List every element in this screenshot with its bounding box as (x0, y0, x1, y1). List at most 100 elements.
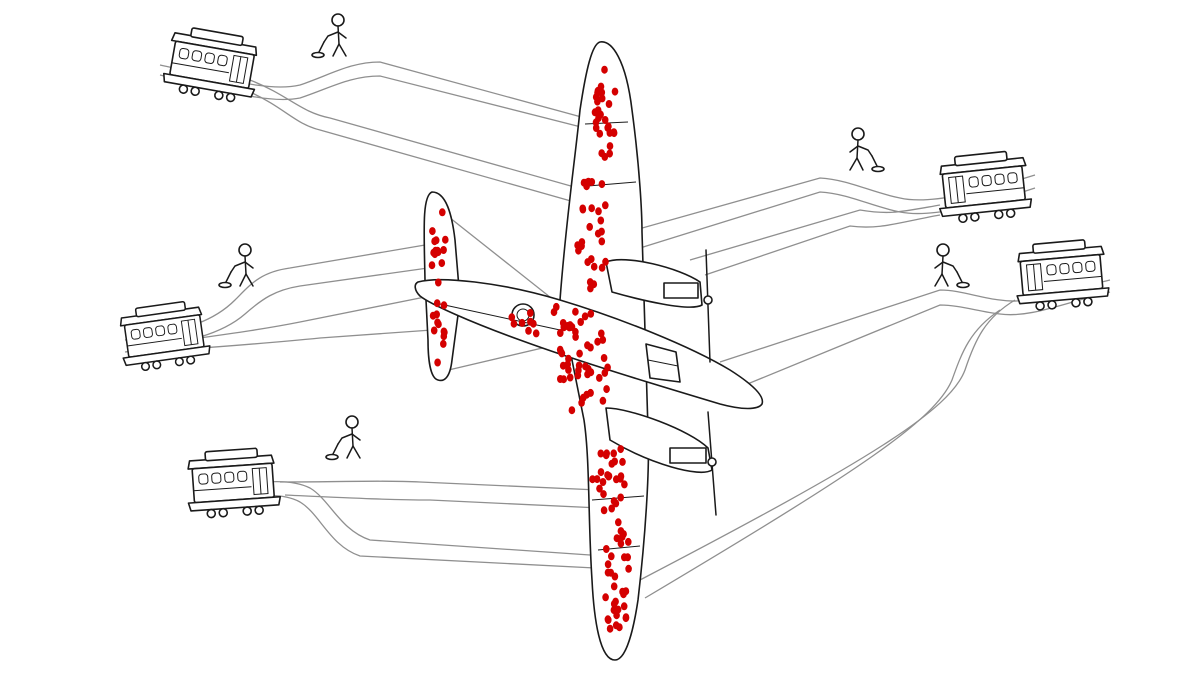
hit-marker (440, 246, 447, 254)
trolley-top-right (933, 148, 1034, 226)
hit-marker (597, 216, 605, 225)
hit-marker (440, 301, 448, 310)
hit-marker (592, 124, 600, 132)
hit-marker (608, 504, 615, 513)
hit-marker (610, 449, 617, 458)
hit-marker (612, 597, 619, 606)
hit-marker (614, 605, 622, 614)
hit-marker (434, 318, 441, 327)
hit-marker (590, 280, 598, 289)
hit-marker (604, 471, 611, 480)
hit-marker (429, 227, 436, 236)
hit-marker (508, 313, 516, 322)
hit-marker (595, 207, 602, 216)
hit-marker (594, 97, 601, 106)
hit-marker (574, 241, 581, 250)
hit-marker (605, 100, 613, 108)
hit-marker (621, 480, 628, 489)
hit-marker (606, 624, 614, 633)
hit-marker (566, 373, 574, 382)
hit-marker (584, 258, 591, 267)
hit-marker (604, 123, 611, 132)
hit-marker (610, 582, 618, 591)
hit-marker (587, 388, 594, 397)
hit-marker (596, 373, 603, 382)
hit-marker (615, 518, 622, 527)
hit-marker (598, 263, 606, 272)
propeller-upper (705, 249, 711, 363)
hit-marker (572, 332, 579, 341)
hit-marker (530, 319, 537, 328)
lever-person-middle-left (218, 243, 254, 289)
hit-markers (428, 65, 632, 633)
hit-marker (617, 493, 624, 502)
hit-marker (433, 299, 441, 308)
hit-marker (440, 339, 447, 348)
hit-marker (598, 237, 606, 246)
hit-marker (599, 478, 607, 486)
hit-marker (564, 360, 571, 369)
hit-marker (604, 560, 612, 569)
hit-marker (611, 87, 619, 96)
hit-marker (602, 201, 609, 210)
hit-marker (584, 341, 591, 350)
hit-marker (601, 65, 608, 74)
hit-marker (606, 149, 613, 158)
hit-marker (582, 362, 589, 371)
hit-marker (611, 572, 619, 581)
trolley-bottom-left (184, 446, 283, 520)
hit-marker (608, 459, 616, 468)
hit-marker (589, 475, 596, 484)
hit-marker (597, 449, 605, 458)
hit-marker (576, 349, 583, 358)
hit-marker (625, 564, 632, 573)
hit-marker (603, 545, 610, 553)
hit-marker (598, 180, 606, 189)
hit-marker (594, 229, 602, 238)
hit-marker (597, 110, 604, 119)
hit-marker (599, 396, 607, 405)
hit-marker (532, 329, 540, 338)
hit-marker (438, 259, 446, 268)
hit-marker (594, 337, 601, 346)
hit-marker (612, 499, 620, 508)
hit-marker (568, 406, 576, 415)
hit-marker (622, 587, 630, 596)
hit-marker (602, 257, 609, 266)
hit-marker (557, 375, 564, 383)
hit-marker (621, 553, 628, 562)
hit-marker (601, 152, 609, 161)
hit-marker (598, 94, 606, 103)
hit-marker (556, 345, 564, 354)
hit-marker (594, 86, 602, 95)
hit-marker (617, 445, 624, 454)
hit-marker (527, 309, 534, 317)
trolley-middle-left (115, 298, 213, 374)
hit-marker (606, 142, 614, 151)
hit-marker (518, 318, 526, 327)
hit-marker (600, 490, 607, 499)
hit-marker (587, 309, 595, 318)
trolley-top-left (160, 23, 264, 107)
hit-marker (625, 537, 632, 546)
hit-marker (613, 534, 621, 543)
hit-marker (433, 310, 441, 319)
hit-marker (525, 326, 532, 335)
hit-marker (581, 312, 589, 321)
hit-marker (586, 222, 593, 231)
hit-marker (440, 332, 448, 341)
hit-marker (575, 366, 582, 375)
hit-marker (622, 613, 630, 622)
hit-marker (572, 307, 579, 316)
hit-marker (432, 236, 440, 245)
hit-marker (596, 129, 604, 138)
hit-marker (603, 385, 610, 394)
hit-marker (601, 116, 609, 124)
hit-marker (603, 449, 610, 458)
lever-person-middle-right (934, 243, 970, 289)
hit-marker (608, 552, 615, 561)
hit-marker (610, 129, 618, 138)
hit-marker (601, 368, 609, 377)
trolley-middle-right (1011, 237, 1111, 313)
